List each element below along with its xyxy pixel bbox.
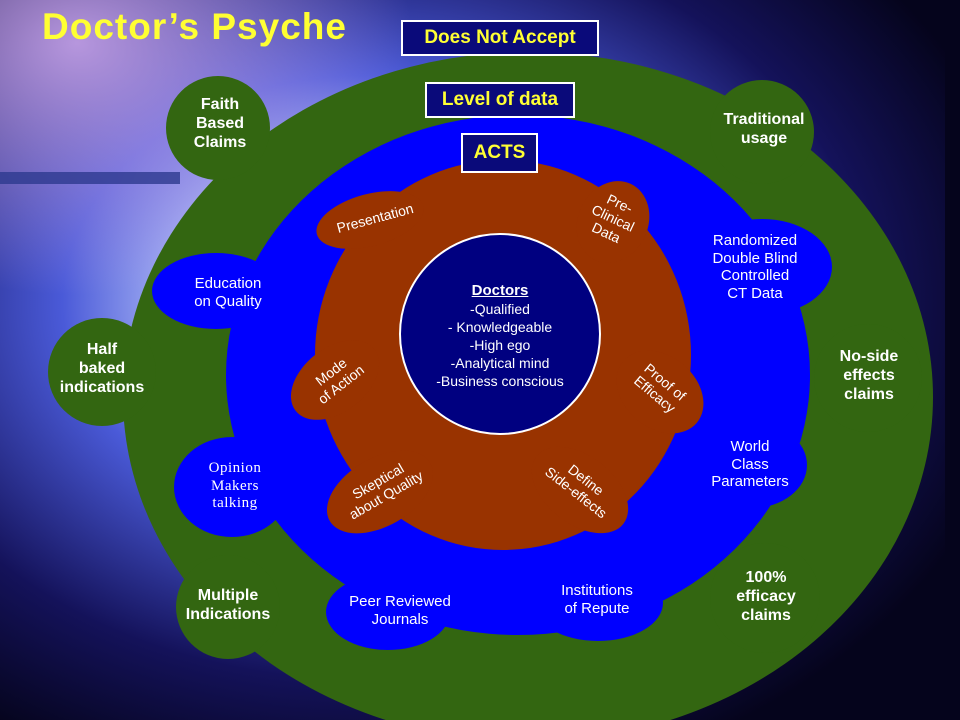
bubble-faith-based-claims [166, 76, 270, 180]
bubble-randomized-ct-data [692, 219, 832, 315]
bubble-mode-of-action [290, 340, 380, 420]
label-no-side-effects-claims: No-side effects claims [839, 348, 899, 403]
header-level-of-data: Level of data [425, 82, 575, 118]
bubble-multiple-indications [176, 555, 280, 659]
bubble-no-side-effects-claims [814, 324, 922, 432]
bubble-proof-of-efficacy [616, 350, 704, 434]
trait-qualified: -Qualified [470, 301, 530, 317]
label-education-on-quality: Education on Quality [194, 275, 262, 310]
label-opinion-makers-talking: Opinion Makers talking [208, 460, 262, 512]
label-institutions-of-repute: Institutions of Repute [561, 582, 633, 617]
bubble-traditional-usage [710, 80, 814, 184]
label-half-baked-indications: Half baked indications [59, 341, 145, 396]
bubble-education-on-quality [152, 253, 280, 329]
bubble-peer-reviewed-journals [326, 574, 450, 650]
label-faith-based-claims: Faith Based Claims [193, 96, 247, 151]
bubble-define-side-effects [531, 446, 629, 534]
label-traditional-usage: Traditional usage [723, 111, 805, 147]
header-acts: ACTS [461, 133, 538, 173]
doctors-core [399, 233, 601, 435]
trait-high-ego: -High ego [469, 337, 531, 353]
bubble-pre-clinical-data [576, 181, 650, 263]
bubble-opinion-makers-talking [174, 437, 290, 537]
doctors-heading: Doctors [471, 282, 529, 299]
label-world-class-parameters: World Class Parameters [711, 438, 789, 491]
label-peer-reviewed-journals: Peer Reviewed Journals [349, 593, 451, 628]
trait-analytical-mind: -Analytical mind [450, 355, 550, 371]
trait-business-conscious: -Business conscious [436, 373, 564, 389]
label-randomized-ct-data: Randomized Double Blind Controlled CT Da… [712, 232, 798, 303]
bubble-skeptical-about-quality [326, 450, 434, 534]
bubble-presentation [316, 191, 424, 249]
page-title: Doctor’s Psyche [42, 6, 347, 47]
bubble-world-class-parameters [697, 422, 807, 508]
center-text-block: Doctors -Qualified - Knowledgeable -High… [400, 282, 600, 390]
label-multiple-indications: Multiple Indications [185, 587, 271, 623]
label-efficacy-claims: 100% efficacy claims [736, 569, 796, 624]
bubble-institutions-of-repute [533, 565, 663, 641]
header-does-not-accept: Does Not Accept [401, 20, 599, 56]
trait-knowledgeable: - Knowledgeable [447, 319, 553, 335]
bubble-efficacy-claims [710, 543, 820, 653]
bubble-half-baked-indications [48, 318, 156, 426]
